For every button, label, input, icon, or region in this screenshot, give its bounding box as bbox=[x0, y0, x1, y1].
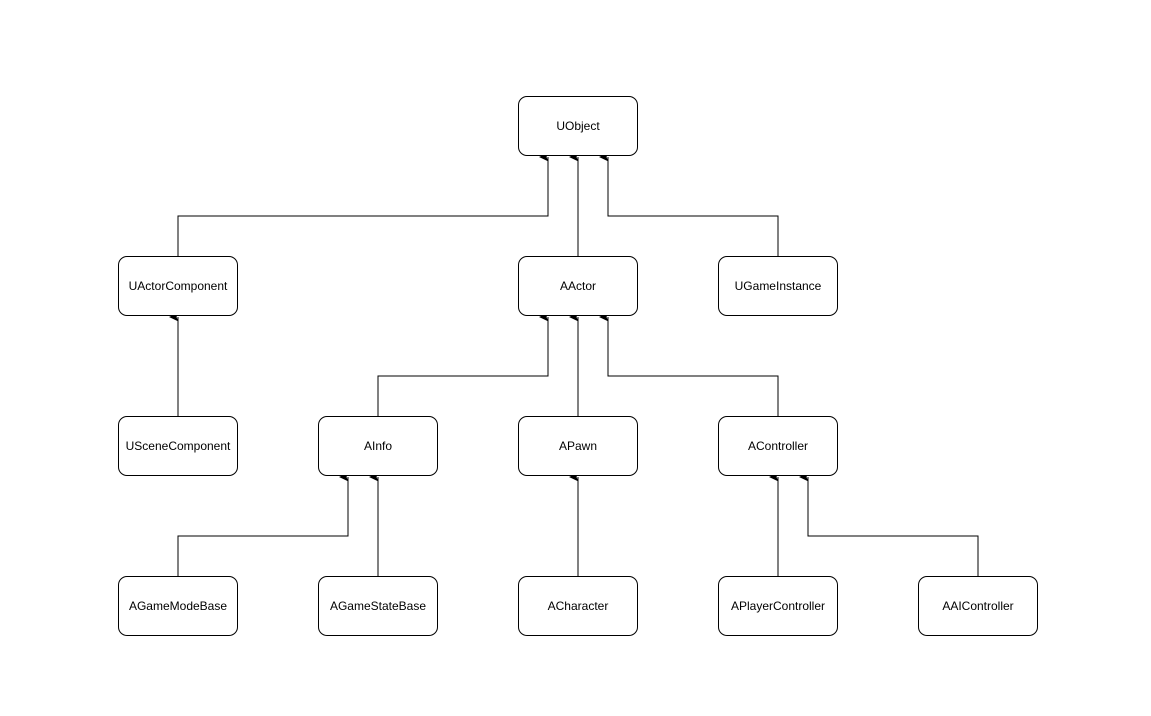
node-apawn[interactable]: APawn bbox=[518, 416, 638, 476]
node-label: AInfo bbox=[363, 439, 393, 453]
node-label: APlayerController bbox=[730, 599, 826, 613]
edge-ugameinstance-to-uobject bbox=[599, 152, 779, 256]
node-acharacter[interactable]: ACharacter bbox=[518, 576, 638, 636]
node-ainfo[interactable]: AInfo bbox=[318, 416, 438, 476]
edge-aaicontroller-to-acontroller bbox=[799, 472, 979, 576]
node-label: UObject bbox=[556, 119, 600, 133]
node-label: UGameInstance bbox=[734, 279, 822, 293]
node-acontroller[interactable]: AController bbox=[718, 416, 838, 476]
node-agamestatebase[interactable]: AGameStateBase bbox=[318, 576, 438, 636]
node-aaicontroller[interactable]: AAIController bbox=[918, 576, 1038, 636]
node-label: APawn bbox=[558, 439, 598, 453]
node-uobject[interactable]: UObject bbox=[518, 96, 638, 156]
node-label: ACharacter bbox=[547, 599, 609, 613]
node-label: AActor bbox=[559, 279, 596, 293]
edge-agamemodebase-to-ainfo bbox=[177, 472, 349, 576]
node-label: AGameModeBase bbox=[128, 599, 228, 613]
edge-ainfo-to-aactor bbox=[377, 312, 549, 416]
node-aactor[interactable]: AActor bbox=[518, 256, 638, 316]
node-uactorcomponent[interactable]: UActorComponent bbox=[118, 256, 238, 316]
node-ugameinstance[interactable]: UGameInstance bbox=[718, 256, 838, 316]
node-label: AGameStateBase bbox=[329, 599, 427, 613]
node-uscenecomponent[interactable]: USceneComponent bbox=[118, 416, 238, 476]
node-label: AAIController bbox=[942, 599, 1014, 613]
node-label: USceneComponent bbox=[125, 439, 231, 453]
node-label: AController bbox=[747, 439, 809, 453]
node-label: UActorComponent bbox=[128, 279, 228, 293]
node-aplayercontroller[interactable]: APlayerController bbox=[718, 576, 838, 636]
node-agamemodebase[interactable]: AGameModeBase bbox=[118, 576, 238, 636]
edge-uactorcomponent-to-uobject bbox=[177, 152, 549, 256]
edge-acontroller-to-aactor bbox=[599, 312, 779, 416]
